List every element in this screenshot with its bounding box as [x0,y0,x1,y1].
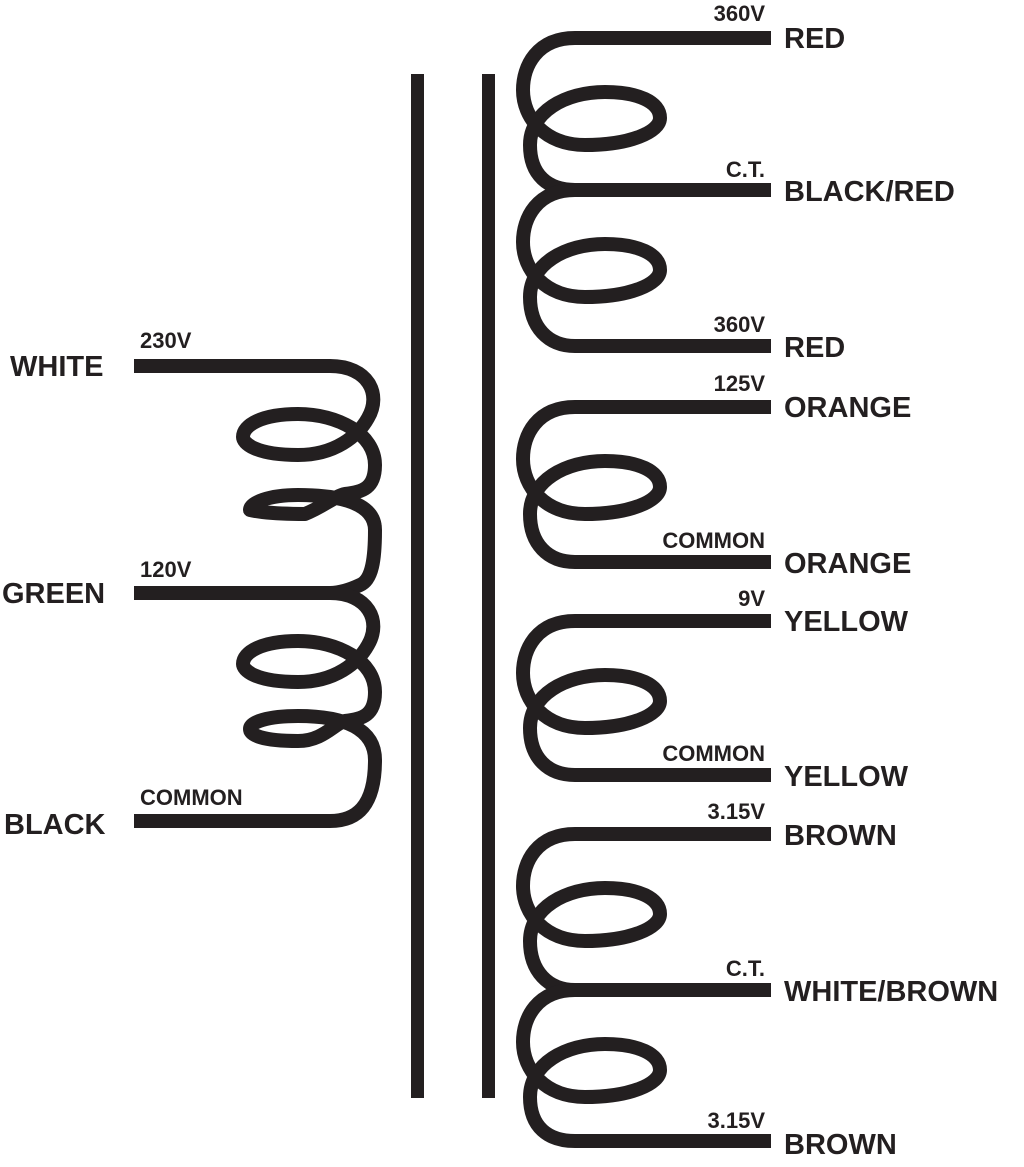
secondary-coil-1-lower [516,183,771,353]
secondary-lead-color: WHITE/BROWN [784,976,998,1008]
primary-lead-color: GREEN [2,578,105,610]
secondary-lead-voltage: 360V [714,312,766,337]
primary-winding [134,359,382,828]
secondary-lead-color: YELLOW [784,606,909,638]
primary-lead-voltage: 230V [140,328,192,353]
secondary-coil-2 [516,400,771,569]
secondary-winding-3 [516,614,771,782]
secondary-lead-color: BROWN [784,820,897,852]
secondary-lead-color: BROWN [784,1129,897,1161]
secondary-lead-voltage: COMMON [662,528,765,553]
secondary-winding-2 [516,400,771,569]
secondary-lead-color: BLACK/RED [784,176,955,208]
primary-lead-color: BLACK [4,809,106,841]
secondary-lead-voltage: 3.15V [708,1108,766,1133]
core-bar-right [482,74,495,1098]
primary-lead-voltage: 120V [140,557,192,582]
secondary-lead-voltage: C.T. [726,956,765,981]
primary-coil [134,359,382,600]
secondary-lead-voltage: COMMON [662,741,765,766]
secondary-lead-color: ORANGE [784,392,911,424]
secondary-labels: 360V RED C.T. BLACK/RED 360V RED 125V OR… [662,1,998,1161]
primary-lead-color: WHITE [10,351,103,383]
secondary-lead-voltage: 360V [714,1,766,26]
secondary-lead-color: RED [784,332,845,364]
transformer-core [411,74,495,1098]
secondary-coil-1 [516,31,771,197]
secondary-winding-4 [516,827,771,1148]
secondary-coil-4 [516,827,771,997]
secondary-lead-color: YELLOW [784,761,909,793]
primary-labels: WHITE 230V GREEN 120V BLACK COMMON [2,328,243,841]
core-bar-left [411,74,424,1098]
secondary-lead-color: RED [784,23,845,55]
secondary-coil-4-lower [516,983,771,1148]
secondary-lead-voltage: 125V [714,371,766,396]
secondary-lead-color: ORANGE [784,548,911,580]
secondary-lead-voltage: 3.15V [708,799,766,824]
primary-coil-lower [134,586,382,828]
primary-lead-voltage: COMMON [140,785,243,810]
secondary-coil-3 [516,614,771,782]
secondary-lead-voltage: 9V [738,586,765,611]
secondary-winding-1 [516,31,771,353]
secondary-lead-voltage: C.T. [726,157,765,182]
